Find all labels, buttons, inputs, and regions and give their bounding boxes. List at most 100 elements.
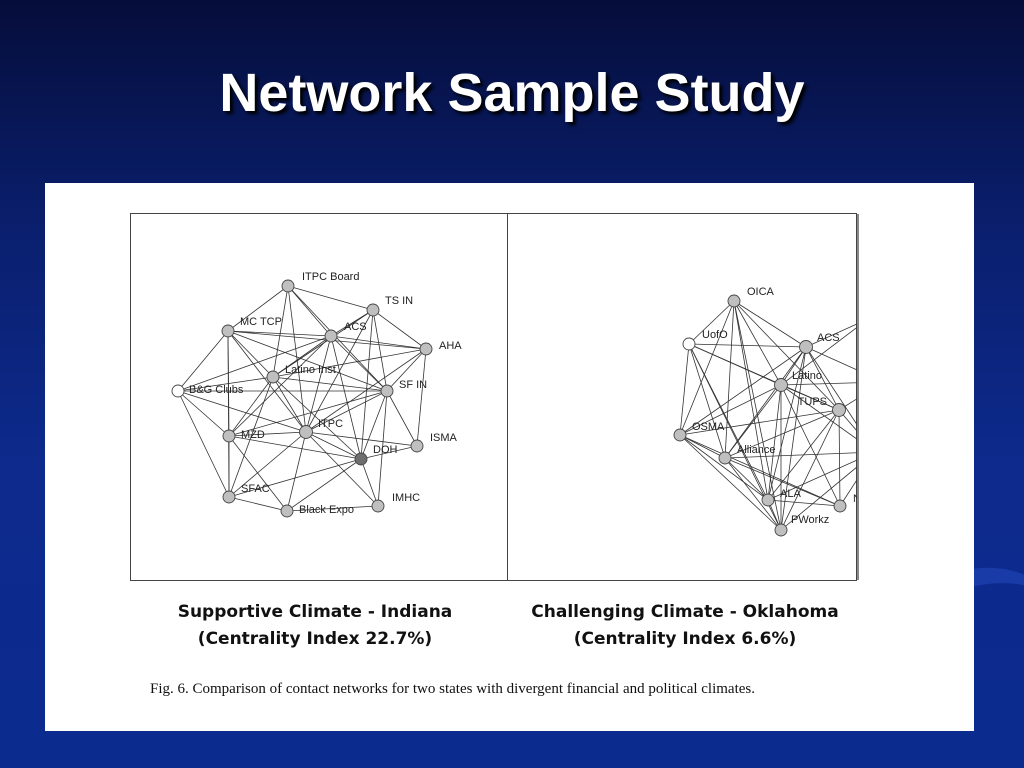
node-marker: [222, 490, 236, 504]
edge-tups-osma: [679, 409, 840, 436]
edge-acs-mzd: [228, 335, 332, 437]
edge-latino-osma: [679, 384, 782, 436]
edge-latino_inst-sfac: [228, 376, 274, 498]
edge-sfac-doh: [228, 458, 362, 498]
edge-itpc_board-latino_inst: [272, 285, 289, 378]
edge-itpc-sfac: [228, 431, 307, 498]
node-indiana-itpc_board: ITPC Board: [281, 271, 359, 293]
node-label: TS IN: [385, 295, 413, 307]
slide-title: Network Sample Study: [219, 63, 805, 123]
network-diagram-oklahoma: OICATrustUofOACSSW CoalitionLatinoTUPSOS…: [673, 286, 857, 537]
edge-uoo-alliance: [688, 343, 726, 459]
node-oklahoma-pworkz: PWorkz: [774, 514, 829, 537]
caption-oklahoma-index: (Centrality Index 6.6%): [573, 629, 797, 649]
node-label: OICA: [747, 286, 775, 298]
node-label: Latino Inst: [285, 364, 336, 376]
node-marker: [299, 425, 313, 439]
edge-itpc-imhc: [305, 431, 379, 507]
edge-acs-itpc: [305, 335, 332, 433]
edge-mc_tcp-sfac: [227, 330, 230, 498]
node-marker: [266, 370, 280, 384]
edge-oica-alliance: [724, 300, 735, 459]
edge-mzd-doh: [228, 435, 362, 460]
edge-acs-bg_clubs: [177, 335, 332, 392]
edge-acs-latino_inst: [272, 335, 332, 378]
edge-aha-itpc: [305, 348, 427, 433]
node-indiana-bg_clubs: B&G Clubs: [171, 384, 244, 398]
edge-ts_in-doh: [360, 309, 374, 460]
edge-latino-tulsahd: [780, 384, 857, 440]
edge-acs-alliance: [724, 346, 807, 459]
edge-latino_inst-sf_in: [272, 376, 388, 392]
edge-osma-pworkz: [679, 434, 782, 531]
node-indiana-black_expo: Black Expo: [280, 504, 354, 518]
caption-indiana-index: (Centrality Index 22.7%): [197, 629, 433, 649]
edge-itpc_board-mc_tcp: [227, 285, 289, 332]
node-marker: [366, 303, 380, 317]
caption-oklahoma: Challenging Climate - Oklahoma (Centrali…: [500, 599, 870, 653]
edge-bg_clubs-itpc: [177, 390, 307, 433]
edge-latino-sw_coalition: [780, 382, 857, 386]
edge-sf_in-imhc: [377, 390, 388, 507]
node-marker: [832, 403, 846, 417]
edge-tups-ne_coalition: [838, 409, 841, 507]
node-label: SF IN: [399, 379, 427, 391]
node-indiana-aha: AHA: [419, 340, 462, 356]
node-indiana-latino_inst: Latino Inst: [266, 364, 336, 384]
node-marker: [682, 337, 696, 351]
node-label: NE Coalition: [853, 493, 857, 505]
edge-sf_in-mzd: [228, 390, 388, 437]
node-oklahoma-uoo: UofO: [682, 329, 728, 351]
caption-indiana: Supportive Climate - Indiana (Centrality…: [145, 599, 485, 653]
edge-sfac-black_expo: [228, 496, 288, 512]
edge-ne_coalition-tulsahd: [839, 479, 857, 507]
edge-acs-tups: [805, 346, 840, 411]
node-label: Alliance: [737, 444, 776, 456]
edge-oica-uoo: [688, 300, 735, 345]
node-marker: [324, 329, 338, 343]
edge-osma-ala: [679, 434, 769, 501]
edge-oica-pworkz: [733, 300, 782, 531]
caption-indiana-title: Supportive Climate - Indiana: [177, 602, 453, 622]
edge-latino-ala: [767, 384, 782, 501]
node-marker: [221, 324, 235, 338]
node-marker: [222, 429, 236, 443]
node-label: UofO: [702, 329, 728, 341]
edge-mc_tcp-bg_clubs: [177, 330, 229, 392]
node-label: IMHC: [392, 492, 420, 504]
node-marker: [171, 384, 185, 398]
node-oklahoma-alliance: Alliance: [718, 444, 776, 465]
node-indiana-mzd: MZD: [222, 429, 265, 443]
node-marker: [833, 499, 847, 513]
node-indiana-itpc: ITPC: [299, 418, 343, 439]
edge-tups-alliance: [724, 409, 840, 459]
edge-oica-latino: [733, 300, 782, 386]
edge-acs-sw_coalition: [805, 346, 857, 371]
edge-ts_in-aha: [372, 309, 427, 350]
edge-itpc_board-ts_in: [287, 285, 374, 311]
node-indiana-sf_in: SF IN: [380, 379, 427, 398]
node-indiana-isma: ISMA: [410, 432, 458, 453]
node-oklahoma-ne_coalition: NE Coalition: [833, 493, 857, 513]
edge-latino_inst-itpc: [272, 376, 307, 433]
node-indiana-imhc: IMHC: [371, 492, 420, 513]
node-label: MC TCP: [240, 316, 282, 328]
edge-tups-pworkz: [780, 409, 840, 531]
edge-alliance-ala: [724, 457, 769, 501]
node-marker: [371, 499, 385, 513]
node-marker: [419, 342, 433, 356]
edge-tups-tulsahd: [838, 409, 857, 432]
node-marker: [774, 523, 788, 537]
node-marker: [799, 340, 813, 354]
node-label: DOH: [373, 444, 398, 456]
edge-mc_tcp-latino_inst: [227, 330, 274, 378]
edge-latino_inst-mzd: [228, 376, 274, 437]
node-marker: [410, 439, 424, 453]
node-label: B&G Clubs: [189, 384, 244, 396]
edge-itpc_board-sf_in: [287, 285, 388, 392]
node-oklahoma-ala: ALA: [761, 488, 801, 507]
node-marker: [718, 451, 732, 465]
node-marker: [673, 428, 687, 442]
edge-bg_clubs-mzd: [177, 390, 230, 437]
